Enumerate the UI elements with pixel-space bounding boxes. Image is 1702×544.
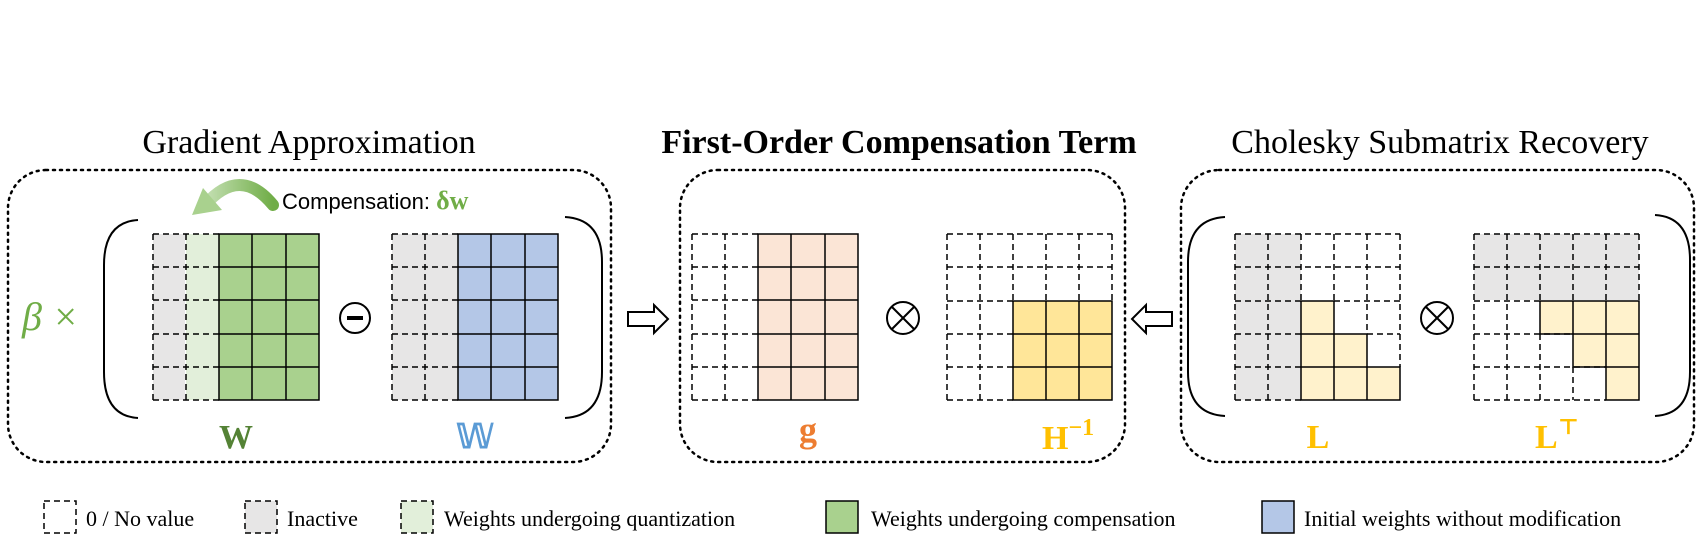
svg-text:Weights undergoing compensatio: Weights undergoing compensation <box>871 506 1176 531</box>
legend-item-inactive: Inactive <box>244 500 358 534</box>
right-paren-open <box>1187 216 1226 417</box>
L-label: L <box>1307 419 1330 456</box>
arrow-to-first-order <box>627 302 670 336</box>
svg-text:Inactive: Inactive <box>287 506 358 531</box>
H-inverse-matrix <box>946 233 1113 401</box>
cholesky-recovery-title: Cholesky Submatrix Recovery <box>1231 124 1648 161</box>
W-label: W <box>219 419 253 456</box>
gradient-approximation-title: Gradient Approximation <box>142 124 475 161</box>
cholesky-recovery-box <box>1179 168 1696 464</box>
compensation-arrow <box>192 179 279 215</box>
g-label: g <box>799 410 817 450</box>
W-initial-label: 𝕎 <box>456 419 494 456</box>
right-paren-close <box>1654 214 1691 417</box>
g-matrix <box>691 233 859 401</box>
legend-item-compensation: Weights undergoing compensation <box>825 500 1176 534</box>
kronecker-operator-right <box>1420 301 1454 335</box>
svg-text:Weights undergoing quantizatio: Weights undergoing quantization <box>444 506 735 531</box>
compensation-label: Compensation: δw <box>282 186 469 215</box>
gradient-approximation-box <box>6 168 613 464</box>
first-order-compensation-title: First-Order Compensation Term <box>661 124 1136 161</box>
delta-w-symbol: δw <box>436 186 468 215</box>
kronecker-operator-middle <box>886 301 920 335</box>
H-inverse-label: H−1 <box>1042 415 1094 457</box>
subtract-operator <box>339 302 371 334</box>
W-initial-matrix <box>391 233 559 401</box>
L-transpose-label: L⊤ <box>1535 414 1579 456</box>
legend-item-quantization: Weights undergoing quantization <box>400 500 735 534</box>
left-paren-close <box>564 216 603 419</box>
svg-text:Initial weights without modifi: Initial weights without modification <box>1304 506 1621 531</box>
legend: 0 / No value Inactive Weights undergoing… <box>43 500 1621 534</box>
L-matrix <box>1234 233 1401 401</box>
arrow-from-cholesky <box>1130 302 1173 336</box>
W-matrix <box>152 233 320 401</box>
L-transpose-matrix <box>1473 233 1640 401</box>
first-order-compensation-box <box>678 168 1127 464</box>
svg-text:0 / No value: 0 / No value <box>86 506 194 531</box>
beta-multiplier: β × <box>21 294 79 339</box>
legend-item-initial-weights: Initial weights without modification <box>1261 500 1621 534</box>
left-paren-open <box>103 219 139 419</box>
legend-item-no-value: 0 / No value <box>43 500 194 534</box>
